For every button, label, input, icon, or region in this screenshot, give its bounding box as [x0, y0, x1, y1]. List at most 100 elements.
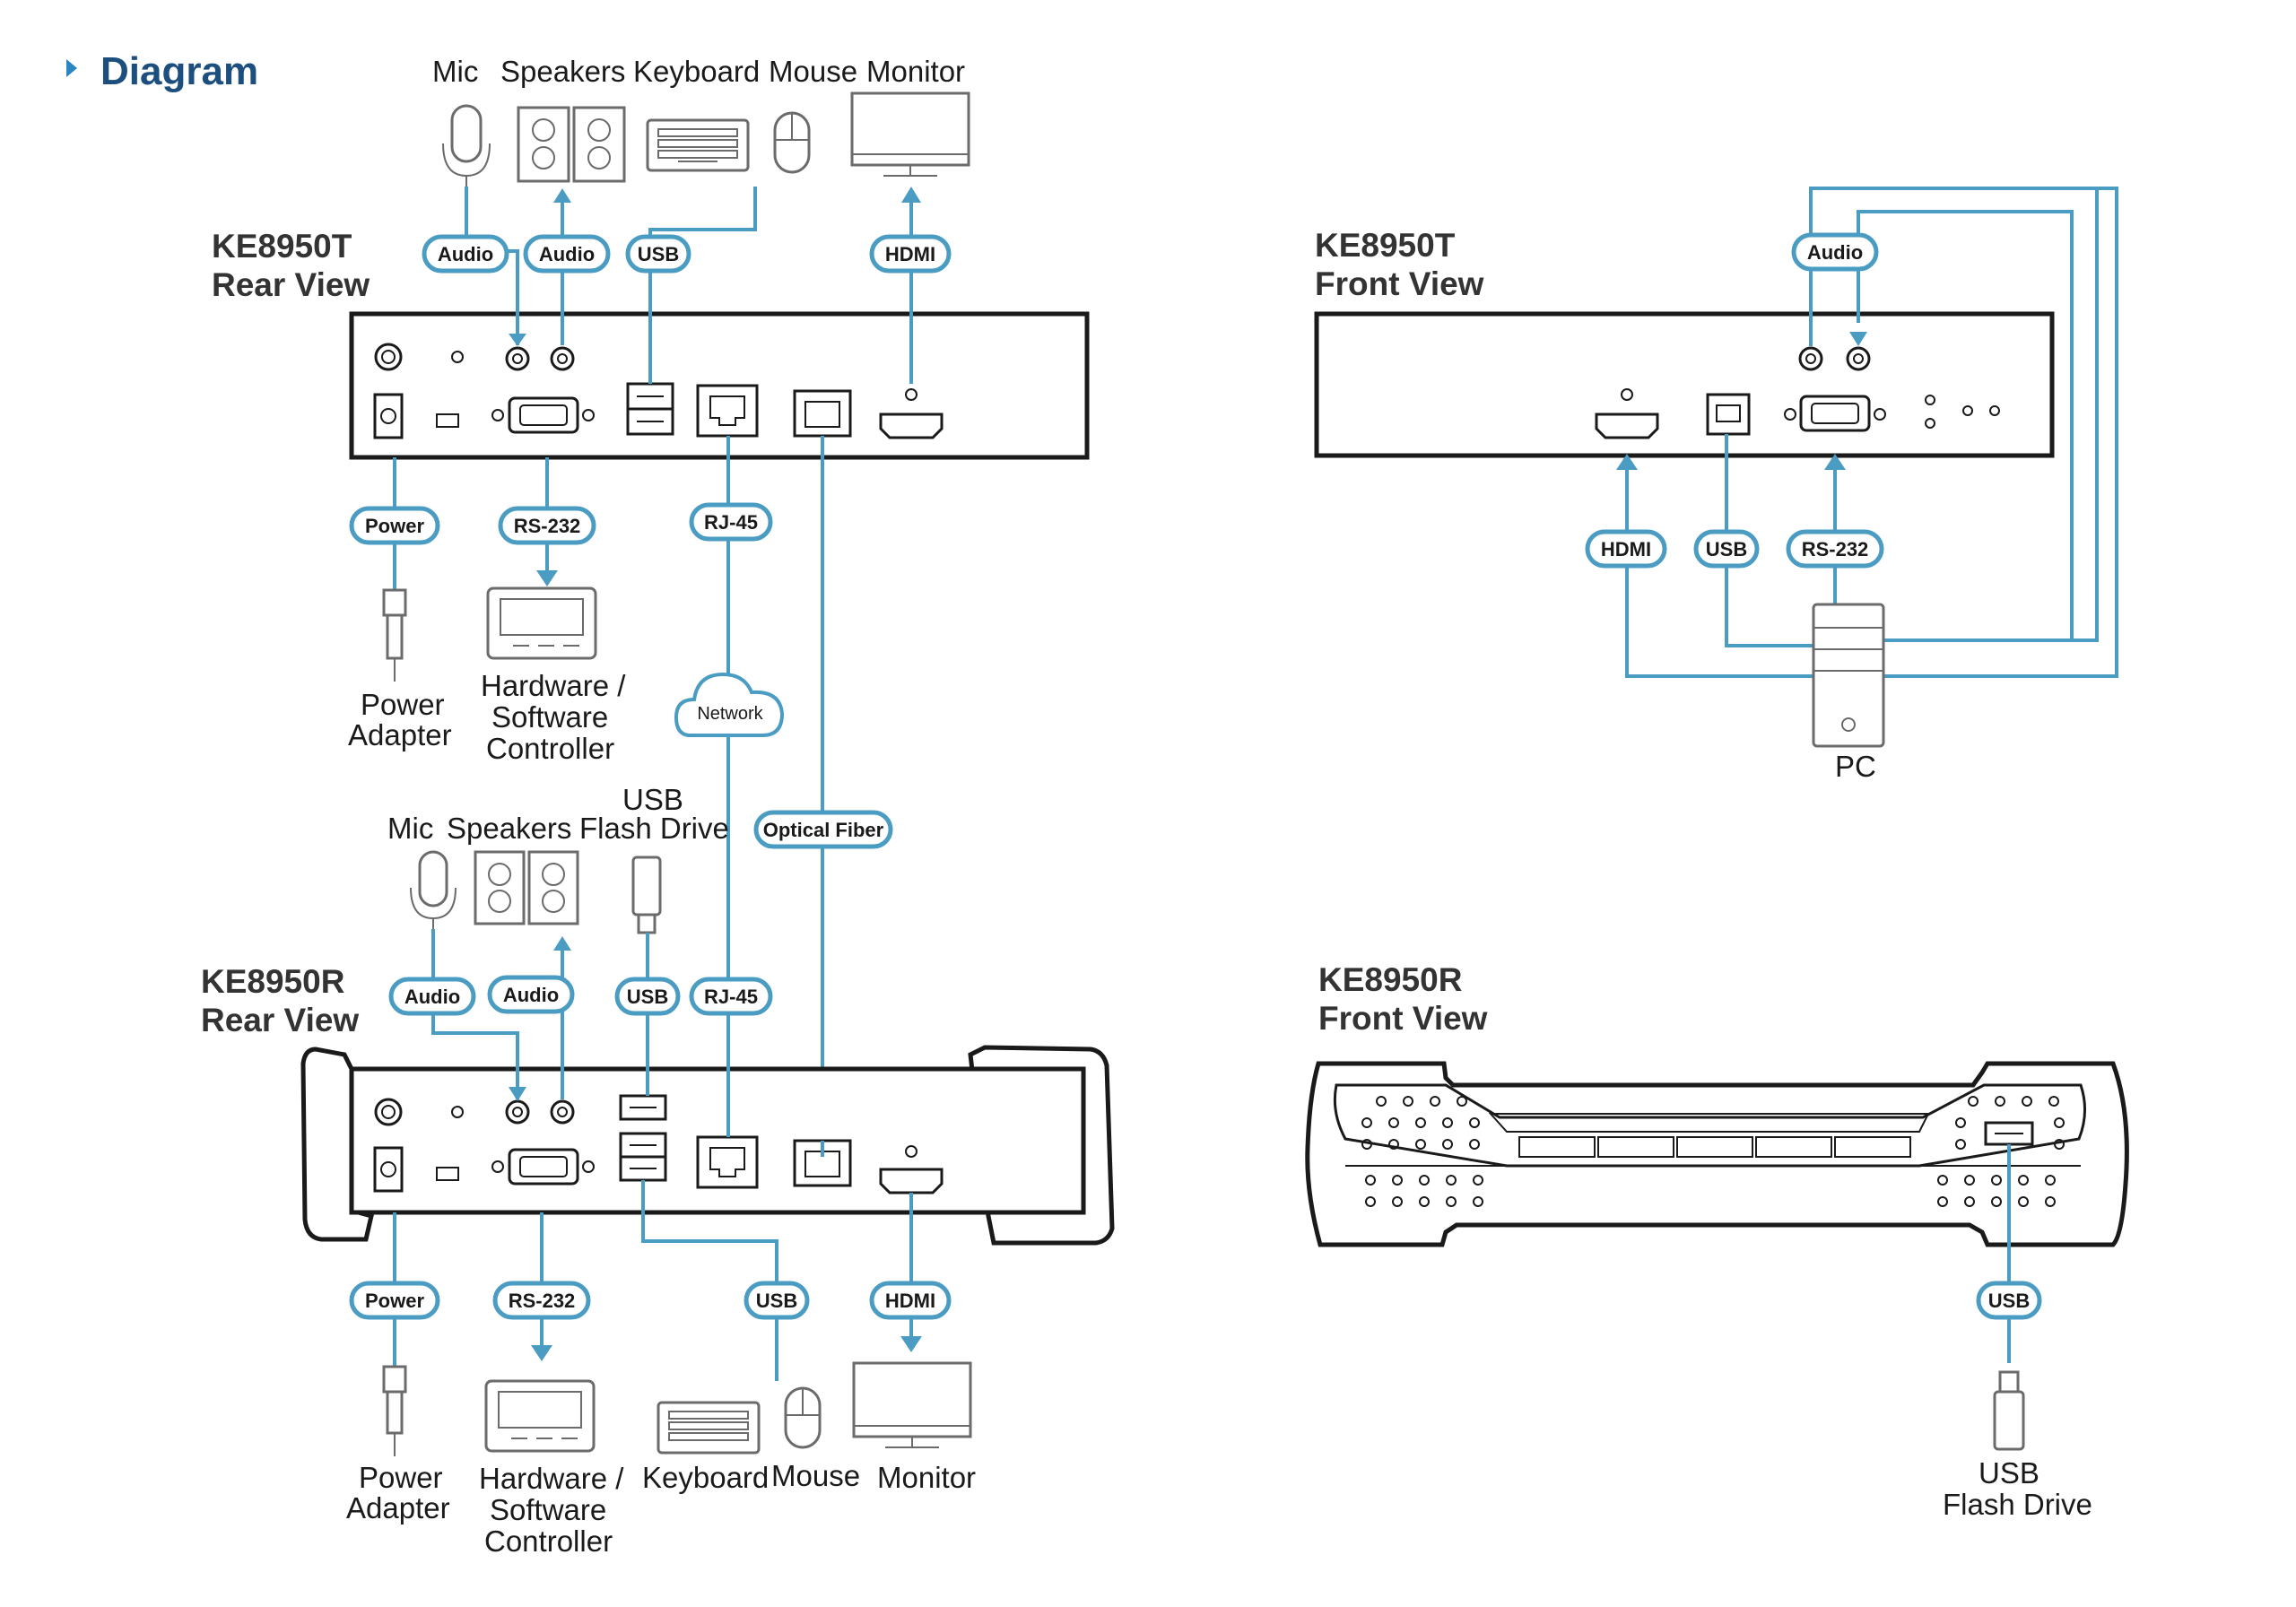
tx-mouse-label: Mouse — [769, 55, 857, 88]
rx-mouse-icon — [784, 1386, 822, 1449]
tx-front-audio-pill: Audio — [1791, 232, 1879, 272]
tx-rear-title-view: Rear View — [212, 266, 370, 303]
rx-rear-section: KE8950R Rear View Mic Speakers USB Flash… — [201, 783, 1115, 1558]
tx-front-usb-wire — [1725, 434, 1813, 647]
rx-mic-label: Mic — [387, 812, 433, 845]
rx-usb-pill-top: USB — [614, 977, 681, 1016]
rx-keyboard-icon — [657, 1401, 761, 1455]
rx-front-usb-flash-icon — [1993, 1370, 2025, 1451]
rx-front-vent-holes — [1361, 1096, 2065, 1207]
rx-usb-flash-icon — [631, 856, 662, 934]
rx-keyboard-label: Keyboard — [642, 1461, 769, 1494]
tx-keyboard-icon — [646, 118, 750, 172]
rx-hdmi-pill: HDMI — [869, 1281, 952, 1320]
rx-mic-icon — [410, 850, 457, 929]
tx-rj45-pill: RJ-45 — [689, 502, 773, 542]
tx-power-pill: Power — [349, 506, 440, 545]
tx-mouse-icon — [773, 111, 811, 174]
svg-text:HDMI: HDMI — [885, 243, 935, 265]
svg-text:Audio: Audio — [503, 984, 559, 1006]
rx-monitor-icon — [852, 1361, 972, 1448]
tx-front-section: KE8950T Front View — [1314, 187, 2118, 783]
svg-text:RS-232: RS-232 — [509, 1290, 576, 1312]
svg-text:USB: USB — [1706, 538, 1747, 560]
rx-power-adapter-icon — [382, 1365, 407, 1456]
tx-front-usb-pill: USB — [1693, 529, 1760, 569]
svg-text:RJ-45: RJ-45 — [704, 511, 758, 534]
tx-speakers-icon — [517, 106, 626, 183]
tx-front-title-model: KE8950T — [1315, 227, 1456, 264]
svg-text:HDMI: HDMI — [1601, 538, 1651, 560]
network-cloud-icon: Network — [674, 672, 785, 737]
rx-rs232-pill: RS-232 — [492, 1281, 591, 1320]
tx-power-adapter-label-1: Power — [361, 688, 445, 721]
svg-text:USB: USB — [756, 1290, 797, 1312]
rx-front-usb-pill: USB — [1976, 1281, 2042, 1320]
tx-controller-label-2: Software — [491, 700, 608, 734]
tx-monitor-label: Monitor — [866, 55, 965, 88]
svg-text:Audio: Audio — [404, 986, 460, 1008]
rx-usb-flash-label-2: Flash Drive — [579, 812, 729, 845]
tx-usb-wire — [648, 187, 757, 384]
pc-tower-icon — [1812, 603, 1885, 748]
svg-text:USB: USB — [627, 986, 668, 1008]
tx-monitor-icon — [850, 91, 970, 177]
rx-front-section: KE8950R Front View — [1305, 961, 2129, 1521]
rx-controller-icon — [484, 1379, 596, 1453]
rx-controller-label-2: Software — [490, 1493, 606, 1526]
svg-text:USB: USB — [1988, 1290, 2030, 1312]
svg-text:Power: Power — [365, 1290, 424, 1312]
svg-text:Power: Power — [365, 515, 424, 537]
rx-front-usb-flash-label-2: Flash Drive — [1943, 1488, 2092, 1521]
rx-front-chassis — [1305, 1061, 2129, 1247]
rx-rear-chassis — [300, 1045, 1115, 1246]
svg-text:Optical Fiber: Optical Fiber — [763, 819, 884, 841]
rx-speakers-label: Speakers — [447, 812, 571, 845]
tx-controller-label-1: Hardware / — [481, 669, 626, 702]
page-heading: Diagram — [100, 49, 258, 93]
tx-audio-pill-2: Audio — [523, 234, 611, 274]
tx-power-adapter-icon — [382, 588, 407, 682]
tx-front-chassis — [1314, 311, 2055, 458]
network-label: Network — [697, 704, 763, 724]
rx-power-adapter-label-2: Adapter — [346, 1491, 450, 1524]
tx-rear-title-model: KE8950T — [212, 228, 352, 265]
rx-rj45-pill: RJ-45 — [689, 977, 773, 1016]
tx-controller-icon — [486, 586, 597, 660]
svg-text:USB: USB — [638, 243, 679, 265]
rx-monitor-label: Monitor — [877, 1461, 976, 1494]
rx-controller-label-1: Hardware / — [479, 1462, 624, 1495]
svg-text:HDMI: HDMI — [885, 1290, 935, 1312]
tx-speakers-label: Speakers — [500, 55, 625, 88]
tx-front-audio-wire-return — [1883, 187, 2118, 678]
svg-text:Audio: Audio — [539, 243, 595, 265]
tx-front-hdmi-pill: HDMI — [1585, 529, 1667, 569]
tx-keyboard-label: Keyboard — [633, 55, 760, 88]
rx-speakers-icon — [474, 850, 579, 925]
rx-controller-label-3: Controller — [484, 1524, 613, 1558]
optical-fiber-pill: Optical Fiber — [753, 810, 893, 849]
tx-controller-label-3: Controller — [486, 732, 614, 765]
rx-front-title-model: KE8950R — [1318, 961, 1462, 998]
tx-audio-pill-1: Audio — [422, 234, 509, 274]
svg-text:RS-232: RS-232 — [1802, 538, 1869, 560]
tx-power-adapter-label-2: Adapter — [348, 718, 452, 751]
svg-text:RS-232: RS-232 — [514, 515, 581, 537]
tx-front-title-view: Front View — [1315, 265, 1484, 302]
tx-front-rs232-pill: RS-232 — [1786, 529, 1884, 569]
rx-mouse-label: Mouse — [771, 1459, 860, 1492]
heading-caret-icon — [66, 59, 77, 77]
rx-usb-pill-bottom: USB — [744, 1281, 810, 1320]
rx-front-title-view: Front View — [1318, 1000, 1488, 1037]
tx-rs232-pill: RS-232 — [498, 506, 596, 545]
rx-audio-pill-2: Audio — [487, 975, 575, 1014]
rx-rear-title-view: Rear View — [201, 1002, 359, 1038]
rx-front-usb-flash-label-1: USB — [1979, 1456, 2039, 1490]
rx-usb-flash-label-1: USB — [622, 783, 683, 816]
tx-usb-pill: USB — [625, 234, 691, 274]
tx-mic-icon — [442, 104, 491, 187]
svg-text:RJ-45: RJ-45 — [704, 986, 758, 1008]
tx-front-ports — [1595, 346, 2000, 439]
